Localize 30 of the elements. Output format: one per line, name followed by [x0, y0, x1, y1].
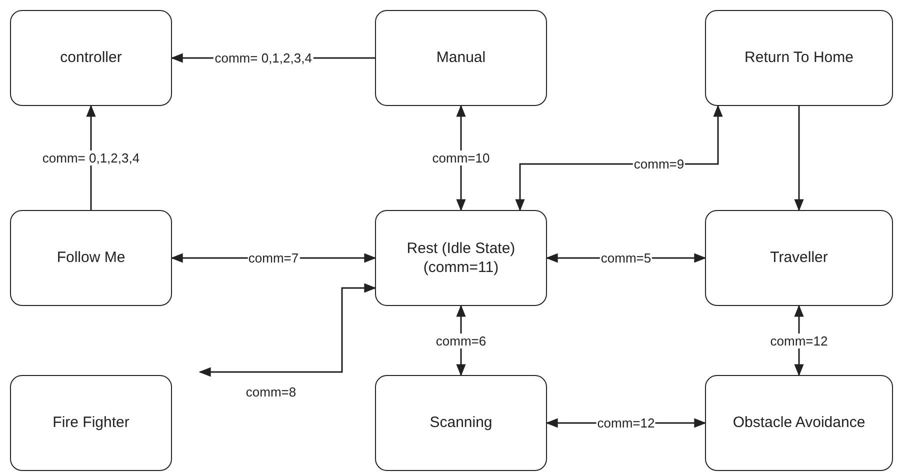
state-name: Fire Fighter	[52, 413, 130, 433]
state-box	[705, 210, 893, 306]
state-box	[375, 210, 547, 306]
state-name: Manual	[436, 48, 486, 68]
state-box	[10, 375, 172, 471]
state-box	[375, 10, 547, 106]
edge-label: comm=5	[600, 250, 652, 266]
state-name: Obstacle Avoidance	[732, 413, 866, 433]
state-name: Rest (Idle State) (comm=11)	[406, 238, 516, 278]
state-name: Traveller	[770, 248, 828, 268]
edge-label: comm=9	[632, 156, 686, 172]
state-name: Follow Me	[56, 248, 126, 268]
state-name: controller	[60, 48, 122, 68]
edge-label: comm=7	[247, 250, 300, 266]
state-box	[375, 375, 547, 471]
edge-label: comm=12	[769, 333, 829, 348]
state-box	[10, 210, 172, 306]
edge-label: comm= 0,1,2,3,4	[41, 150, 141, 166]
state-box	[705, 375, 893, 471]
edge-label: comm=10	[431, 150, 491, 166]
arrow	[198, 283, 376, 377]
state-name: Scanning	[430, 413, 492, 433]
state-name: Return To Home	[744, 48, 854, 68]
arrow	[794, 106, 804, 212]
state-box	[10, 10, 172, 106]
edge-label: comm=6	[434, 333, 488, 348]
edge-label: comm=8	[244, 384, 298, 400]
edge-label: comm=12	[596, 416, 656, 430]
state-box	[705, 10, 893, 106]
edge-label: comm= 0,1,2,3,4	[214, 50, 313, 66]
